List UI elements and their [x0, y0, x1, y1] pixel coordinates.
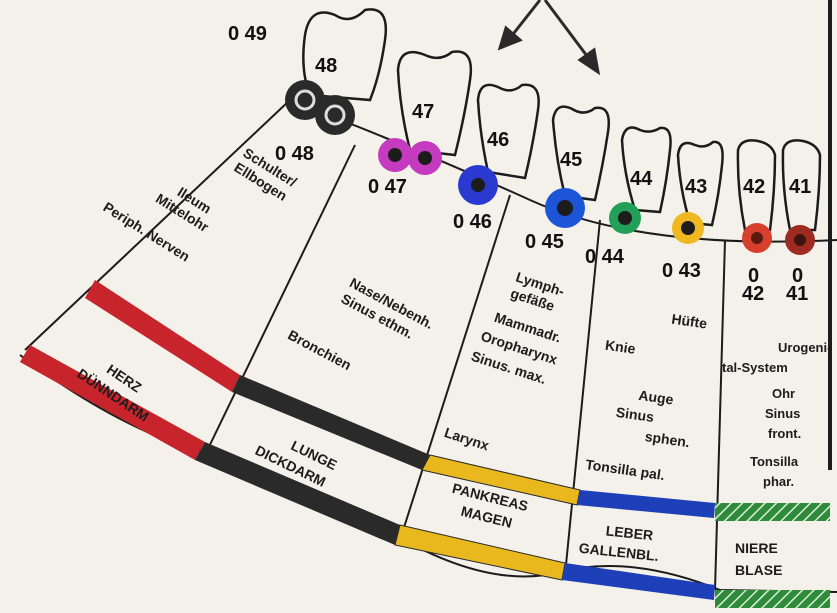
organ-sinus-front-1: Sinus [765, 406, 800, 421]
color-bands [20, 280, 830, 608]
point-43-core [681, 221, 695, 235]
tooth-number-46: 46 [487, 129, 509, 151]
point-label-41: 41 [786, 283, 808, 305]
point-label-41-zero: 0 [792, 265, 803, 287]
tooth-46-outline [476, 83, 540, 180]
tooth-number-47: 47 [412, 101, 434, 123]
tooth-42-outline [736, 139, 777, 232]
tooth-number-45: 45 [560, 149, 582, 171]
arrow-left-shaft [508, 0, 542, 39]
band-black-lower [195, 442, 400, 545]
divider-3 [399, 194, 511, 541]
tooth-45-outline [551, 105, 610, 202]
organ-huefte: Hüfte [671, 311, 709, 332]
point-label-42: 42 [742, 283, 764, 305]
meridian-blase: BLASE [735, 562, 782, 578]
point-45-core [557, 200, 573, 216]
meridian-niere-blase: NIERE BLASE [735, 540, 782, 578]
point-label-44: 0 44 [585, 246, 625, 268]
divider-2 [204, 144, 356, 456]
point-48b [315, 95, 355, 135]
organ-phar: phar. [763, 474, 794, 489]
tooth-number-48: 48 [315, 55, 337, 77]
segment-5-organs: Urogeni- tal-System Ohr Sinus front. Ton… [722, 340, 831, 489]
point-44-core [618, 211, 632, 225]
divider-4 [564, 219, 601, 576]
point-48a [285, 80, 325, 120]
divider-1 [24, 99, 291, 351]
divider-5 [714, 239, 726, 591]
meridian-leber: LEBER [605, 522, 654, 543]
point-48b-ring [324, 104, 346, 126]
point-48a-ring [294, 89, 316, 111]
tooth-number-44: 44 [630, 168, 653, 190]
band-red-upper [85, 280, 240, 392]
point-label-42-zero: 0 [748, 265, 759, 287]
tooth-number-41: 41 [789, 176, 811, 198]
arrow-right-head [577, 47, 601, 76]
teeth [302, 8, 822, 232]
band-green-lower [715, 590, 830, 608]
meridian-niere: NIERE [735, 540, 778, 556]
band-blue-lower [562, 563, 715, 600]
organ-sinus-sphen-1: Sinus [615, 404, 655, 425]
organ-sinus-sphen-2: sphen. [644, 428, 691, 450]
organ-urogeni: Urogeni- [778, 340, 831, 355]
arrows [497, 0, 601, 76]
band-green-upper [715, 503, 830, 521]
organ-tonsilla: Tonsilla [750, 454, 799, 469]
organ-sinus-front-2: front. [768, 426, 801, 441]
point-label-47: 0 47 [368, 176, 407, 198]
tooth-41-outline [781, 139, 822, 232]
point-label-43: 0 43 [662, 260, 701, 282]
point-46-core [471, 178, 485, 192]
point-42-core [751, 232, 763, 244]
point-47b-core [418, 151, 432, 165]
point-47a-core [388, 148, 402, 162]
tooth-number-43: 43 [685, 176, 707, 198]
organ-knie: Knie [604, 337, 636, 357]
tooth-47-outline [396, 50, 473, 157]
arrow-right-shaft [543, 0, 592, 61]
organ-tal-system: tal-System [722, 360, 788, 375]
organ-auge: Auge [638, 387, 675, 408]
points [285, 80, 815, 255]
band-red-lower [20, 345, 205, 460]
arrow-left-head [497, 25, 523, 51]
tooth-44-outline [620, 126, 672, 214]
band-blue-upper [577, 490, 715, 518]
point-label-48: 0 48 [275, 143, 314, 165]
point-41-core [794, 234, 806, 246]
tooth-number-42: 42 [743, 176, 765, 198]
point-label-45: 0 45 [525, 231, 564, 253]
point-label-49: 0 49 [228, 23, 267, 45]
point-label-46: 0 46 [453, 211, 492, 233]
organ-ohr: Ohr [772, 386, 795, 401]
band-black-upper [232, 375, 430, 470]
